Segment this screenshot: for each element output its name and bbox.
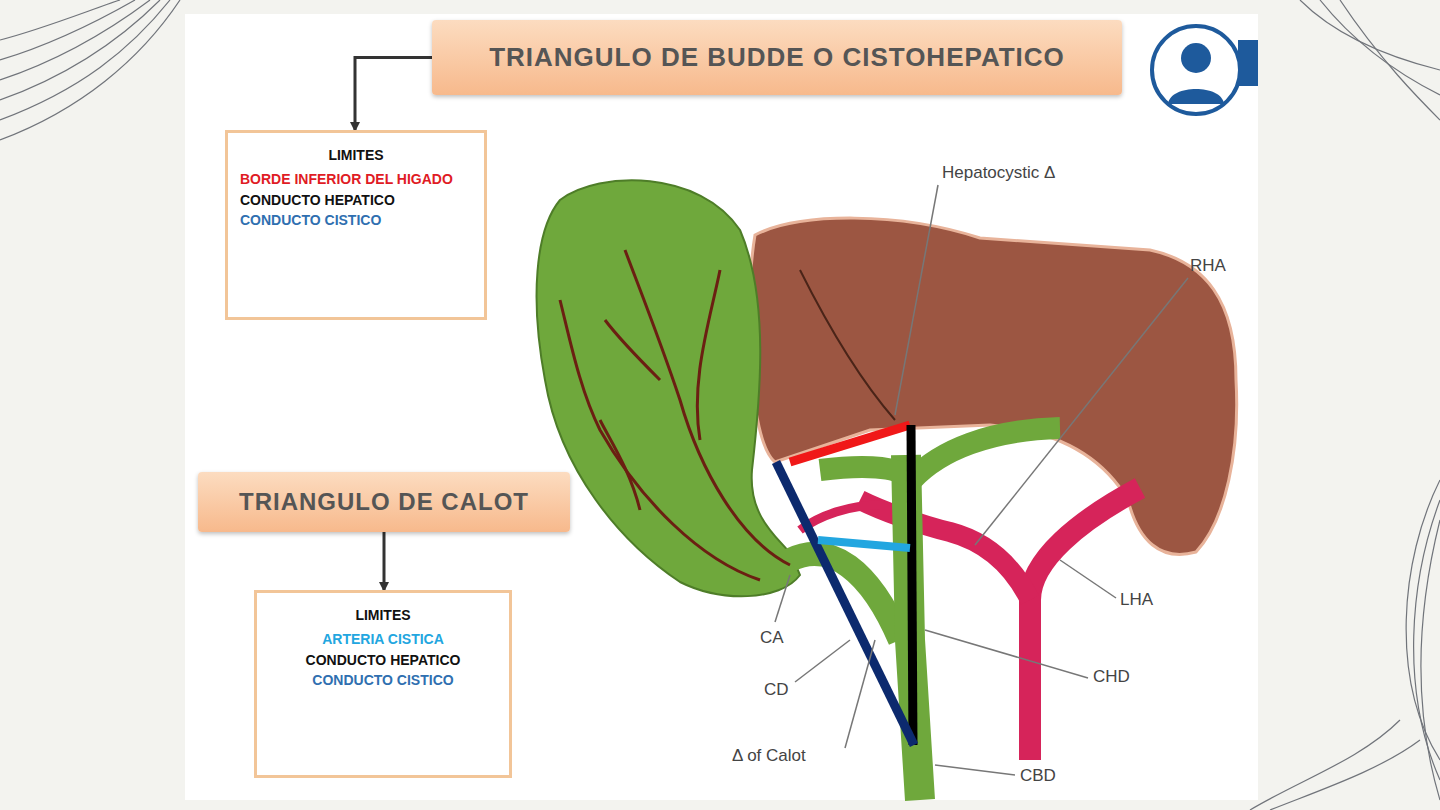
limit-cyan: ARTERIA CISTICA	[269, 629, 497, 649]
part-label: LHA	[1120, 590, 1153, 610]
logo	[1152, 26, 1258, 114]
band-title: TRIANGULO DE BUDDE O CISTOHEPATICO	[489, 42, 1065, 73]
limit-black: CONDUCTO HEPATICO	[240, 190, 472, 210]
connector-arrow	[355, 58, 432, 131]
limit-blue: CONDUCTO CISTICO	[269, 670, 497, 690]
liver	[749, 218, 1236, 554]
box-heading: LIMITES	[269, 605, 497, 625]
part-label: RHA	[1190, 256, 1226, 276]
white-panel	[185, 14, 1258, 800]
connector-arrow	[383, 532, 386, 590]
part-label: Δ of Calot	[732, 746, 806, 766]
part-label: CA	[760, 628, 784, 648]
part-label: Hepatocystic Δ	[942, 163, 1055, 183]
box-heading: LIMITES	[240, 145, 472, 165]
part-label: CHD	[1093, 667, 1130, 687]
title-band: TRIANGULO DE CALOT	[198, 472, 570, 532]
leader-lines	[775, 185, 1188, 775]
part-label: CBD	[1020, 766, 1056, 786]
band-title: TRIANGULO DE CALOT	[239, 488, 529, 516]
part-label: CD	[764, 680, 789, 700]
limit-blue: CONDUCTO CISTICO	[240, 210, 472, 230]
title-band: TRIANGULO DE BUDDE O CISTOHEPATICO	[432, 20, 1122, 95]
limits-box: LIMITESBORDE INFERIOR DEL HIGADOCONDUCTO…	[225, 130, 487, 320]
hepatic-artery	[1030, 488, 1140, 760]
limits-box: LIMITES ARTERIA CISTICACONDUCTO HEPATICOC…	[254, 590, 512, 778]
limit-black: CONDUCTO HEPATICO	[269, 650, 497, 670]
gallbladder	[537, 180, 800, 596]
limit-red: BORDE INFERIOR DEL HIGADO	[240, 169, 472, 189]
liver-illustration	[537, 180, 1237, 800]
